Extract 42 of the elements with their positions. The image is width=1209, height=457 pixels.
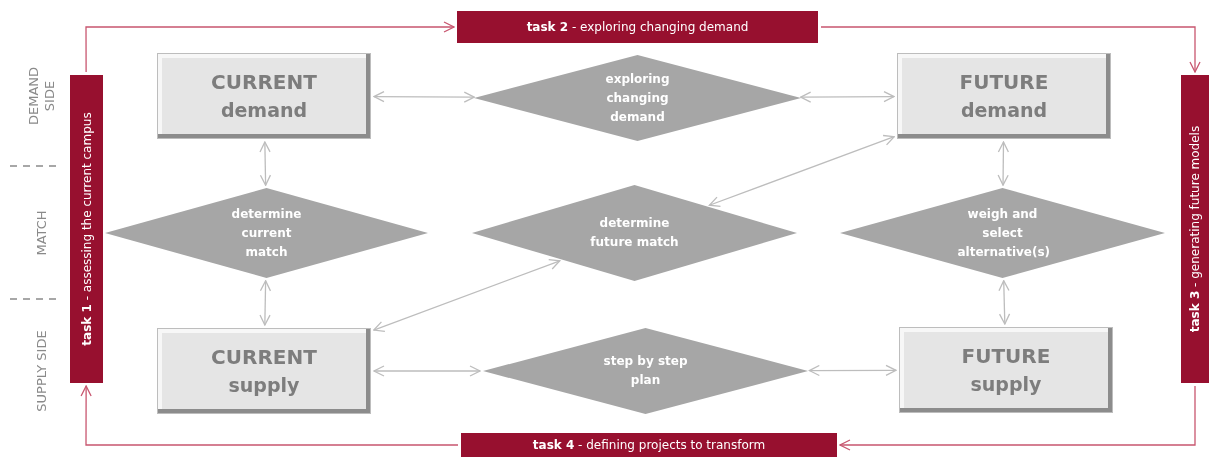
box-subtitle: demand [960, 98, 1048, 123]
arrow [85, 21, 455, 73]
arrow [820, 26, 1201, 73]
task-banner [461, 433, 837, 457]
step-label: exploring changing demand [604, 70, 671, 126]
arrow [800, 91, 895, 103]
box-subtitle: demand [220, 98, 308, 123]
task-banner [457, 11, 818, 43]
box-subtitle: supply [228, 373, 300, 398]
task-label: task 2 - exploring changing demand [526, 20, 749, 34]
task-label: task 3 - generating future models [1188, 125, 1202, 333]
box-subtitle: supply [970, 372, 1042, 397]
arrow [808, 364, 897, 377]
box-title: CURRENT [211, 344, 317, 371]
step-label: step by step plan [602, 353, 689, 389]
arrow [80, 385, 459, 446]
task-banner [1181, 75, 1209, 383]
arrow [998, 280, 1011, 325]
task-banner [70, 75, 103, 383]
process-box [899, 327, 1113, 413]
arrow [259, 280, 272, 326]
row-label: DEMAND SIDE [26, 65, 58, 128]
step-label: determine current match [230, 205, 303, 261]
step-label: weigh and select alternative(s) [957, 205, 1048, 261]
box-title: CURRENT [211, 69, 317, 96]
arrow [997, 141, 1010, 186]
arrow [373, 258, 561, 332]
arrow [839, 385, 1196, 451]
process-box [157, 53, 371, 139]
process-box [157, 328, 371, 414]
step-label: determine future match [589, 215, 680, 251]
process-box [897, 53, 1111, 139]
arrow [373, 91, 475, 103]
row-label: SUPPLY SIDE [34, 330, 50, 412]
row-label: MATCH [34, 210, 50, 256]
arrow [708, 134, 895, 208]
arrow [259, 141, 272, 186]
task-label: task 4 - defining projects to transform [532, 438, 766, 452]
task-label: task 1 - assessing the current campus [79, 112, 94, 346]
box-title: FUTURE [959, 69, 1049, 96]
arrow [373, 365, 481, 377]
box-title: FUTURE [961, 343, 1051, 370]
